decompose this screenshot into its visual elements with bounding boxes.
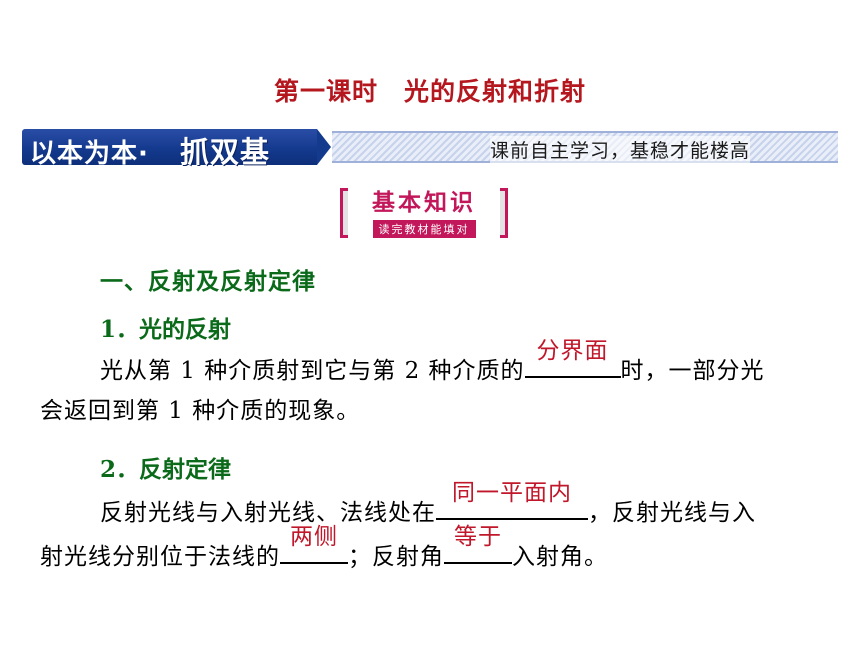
- section-heading: 一、反射及反射定律: [100, 268, 316, 295]
- badge-subtitle: 读完教材能填对: [372, 220, 476, 238]
- answer-text: 两侧: [290, 524, 338, 550]
- banner-emphasis: 抓双基: [180, 135, 271, 169]
- answer-blank: 两侧: [280, 524, 348, 564]
- answer-text: 分界面: [536, 338, 609, 364]
- answer-text: 同一平面内: [452, 480, 572, 506]
- badge-right-bracket: [500, 188, 508, 238]
- answer-blank: 等于: [444, 524, 512, 564]
- section-banner: 以本为本· 抓双基 课前自主学习，基稳才能楼高: [22, 129, 838, 169]
- item1-line2: 会返回到第 1 种介质的现象。: [40, 398, 361, 424]
- item2-line1: 反射光线与入射光线、法线处在同一平面内，反射光线与入: [100, 480, 756, 534]
- lesson-topic: 光的反射和折射: [404, 77, 587, 106]
- banner-arrow-icon: [317, 129, 331, 165]
- lesson-number: 第一课时: [273, 77, 378, 106]
- badge-title: 基本知识: [372, 190, 476, 216]
- item1-heading: 1．光的反射: [100, 316, 232, 343]
- page-title: 第一课时光的反射和折射: [0, 72, 860, 108]
- banner-right-strip: 课前自主学习，基稳才能楼高: [332, 131, 838, 163]
- item2-line2: 射光线分别位于法线的两侧；反射角等于入射角。: [40, 524, 608, 578]
- banner-label: 以本为本·: [30, 139, 149, 169]
- answer-blank: 分界面: [524, 338, 621, 378]
- answer-text: 等于: [454, 524, 502, 550]
- banner-left-block: 以本为本· 抓双基: [22, 129, 317, 169]
- badge-left-bracket: [340, 188, 348, 238]
- item1-line1: 光从第 1 种介质射到它与第 2 种介质的分界面时，一部分光: [100, 338, 765, 392]
- banner-subtitle: 课前自主学习，基稳才能楼高: [489, 136, 750, 163]
- answer-blank: 同一平面内: [436, 480, 588, 520]
- knowledge-badge: 基本知识 读完教材能填对: [340, 188, 508, 240]
- item2-heading: 2．反射定律: [100, 456, 232, 483]
